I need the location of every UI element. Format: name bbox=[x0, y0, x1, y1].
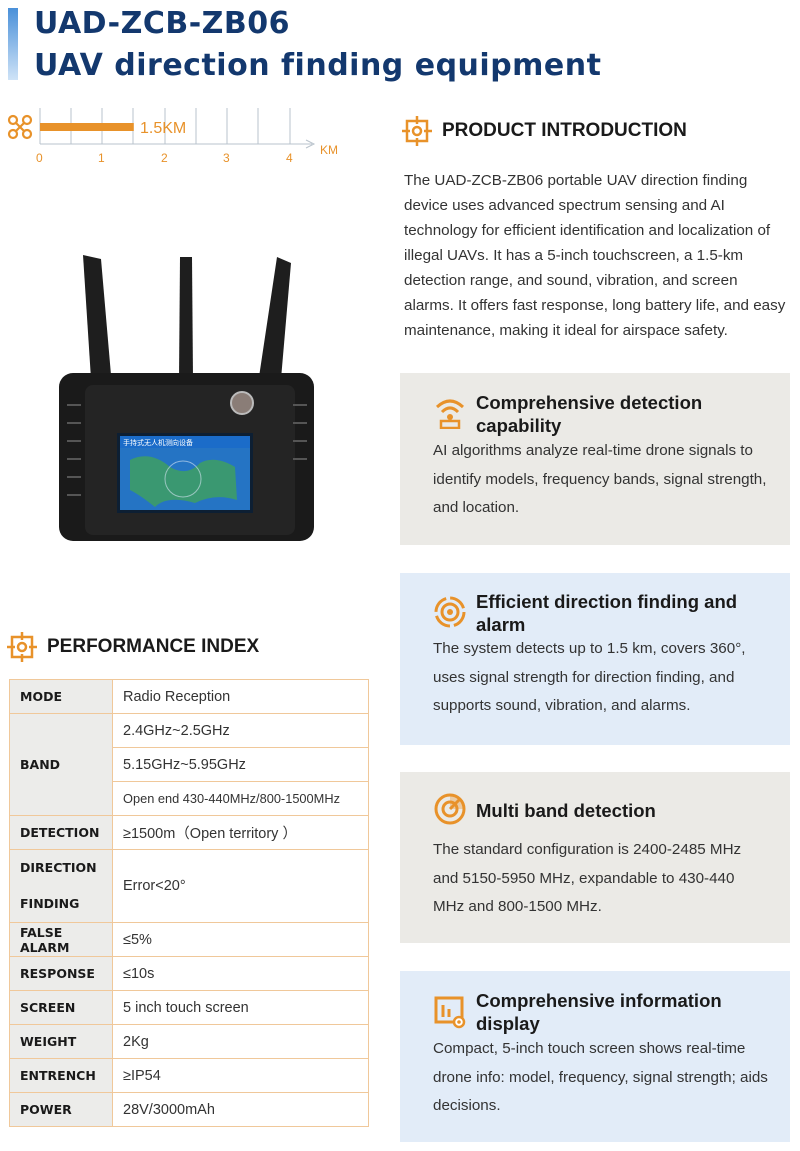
range-fill-bar bbox=[40, 123, 134, 131]
feature-card: Comprehensive detection capability AI al… bbox=[400, 373, 790, 545]
table-row: DETECTION ≥1500m（Open territory ） bbox=[9, 815, 369, 850]
spec-value: ≤10s bbox=[112, 956, 369, 991]
intro-heading: PRODUCT INTRODUCTION bbox=[442, 120, 687, 141]
performance-heading: PERFORMANCE INDEX bbox=[47, 636, 260, 657]
table-row: SCREEN 5 inch touch screen bbox=[9, 990, 369, 1025]
crosshair-icon bbox=[402, 116, 432, 146]
spec-label: BAND bbox=[9, 713, 113, 816]
range-tick-1: 1 bbox=[98, 151, 105, 165]
spec-label-line: DIRECTION bbox=[20, 860, 97, 875]
feature-title: Comprehensive information display bbox=[476, 990, 722, 1034]
table-row: POWER 28V/3000mAh bbox=[9, 1092, 369, 1127]
crosshair-icon bbox=[7, 632, 37, 662]
radar-icon bbox=[434, 793, 466, 825]
range-tick-4: 4 bbox=[286, 151, 293, 165]
spec-label: WEIGHT bbox=[9, 1024, 113, 1059]
title-accent-bar bbox=[8, 8, 18, 80]
signal-icon bbox=[435, 399, 465, 429]
display-icon bbox=[434, 996, 466, 1029]
device-image: 手持式无人机测向设备 bbox=[55, 245, 320, 550]
intro-heading-row: PRODUCT INTRODUCTION bbox=[402, 116, 687, 146]
spec-value: 5 inch touch screen bbox=[112, 990, 369, 1025]
spec-label: DIRECTION FINDING bbox=[9, 849, 113, 923]
table-row: ENTRENCH ≥IP54 bbox=[9, 1058, 369, 1093]
feature-card: Efficient direction finding and alarm Th… bbox=[400, 573, 790, 745]
table-row: BAND 2.4GHz~2.5GHz bbox=[9, 713, 369, 816]
feature-title: Multi band detection bbox=[476, 800, 656, 821]
feature-card: Multi band detection The standard config… bbox=[400, 772, 790, 943]
range-scale: 1.5KM 0 1 2 3 4 KM bbox=[0, 100, 400, 170]
table-row: FALSE ALARM ≤5% bbox=[9, 922, 369, 957]
table-row: WEIGHT 2Kg bbox=[9, 1024, 369, 1059]
range-tick-2: 2 bbox=[161, 151, 168, 165]
feature-body: The system detects up to 1.5 km, covers … bbox=[433, 640, 746, 714]
table-row: Open end 430-440MHz/800-1500MHz bbox=[10, 781, 369, 816]
table-row: DIRECTION FINDING Error<20° bbox=[9, 849, 369, 923]
spec-label: MODE bbox=[9, 679, 113, 714]
spec-value: ≤5% bbox=[112, 922, 369, 957]
spec-label: SCREEN bbox=[9, 990, 113, 1025]
feature-title: Comprehensive detection capability bbox=[476, 392, 703, 436]
feature-title: Efficient direction finding and alarm bbox=[476, 591, 738, 635]
spec-label: ENTRENCH bbox=[9, 1058, 113, 1093]
feature-card: Comprehensive information display Compac… bbox=[400, 971, 790, 1142]
table-row: MODE Radio Reception bbox=[9, 679, 369, 714]
performance-heading-row: PERFORMANCE INDEX bbox=[7, 632, 259, 662]
feature-body: AI algorithms analyze real-time drone si… bbox=[433, 442, 767, 516]
range-value-label: 1.5KM bbox=[140, 120, 186, 137]
spec-value: ≥1500m（Open territory ） bbox=[112, 815, 369, 850]
spec-label-line: FINDING bbox=[20, 896, 80, 911]
spec-value: 28V/3000mAh bbox=[112, 1092, 369, 1127]
table-row: RESPONSE ≤10s bbox=[9, 956, 369, 991]
spec-value: Error<20° bbox=[112, 849, 369, 923]
device-screen-title: 手持式无人机测向设备 bbox=[123, 438, 193, 447]
spec-value: ≥IP54 bbox=[112, 1058, 369, 1093]
spec-value: 2Kg bbox=[112, 1024, 369, 1059]
spec-label: POWER bbox=[9, 1092, 113, 1127]
intro-body: The UAD-ZCB-ZB06 portable UAV direction … bbox=[404, 172, 786, 339]
performance-table: MODE Radio Reception BAND 2.4GHz~2.5GHz … bbox=[9, 679, 369, 1127]
spec-value: 2.4GHz~2.5GHz bbox=[112, 713, 369, 748]
range-unit-label: KM bbox=[320, 143, 338, 157]
range-tick-0: 0 bbox=[36, 151, 43, 165]
range-tick-3: 3 bbox=[223, 151, 230, 165]
spec-value: 5.15GHz~5.95GHz bbox=[112, 747, 369, 782]
spec-label: DETECTION bbox=[9, 815, 113, 850]
feature-body: Compact, 5-inch touch screen shows real-… bbox=[433, 1040, 768, 1114]
spec-value: Open end 430-440MHz/800-1500MHz bbox=[112, 781, 369, 816]
spec-value: Radio Reception bbox=[112, 679, 369, 714]
target-icon bbox=[434, 596, 466, 628]
feature-body: The standard configuration is 2400-2485 … bbox=[433, 841, 742, 915]
spec-label: RESPONSE bbox=[9, 956, 113, 991]
drone-icon bbox=[7, 114, 33, 140]
spec-label: FALSE ALARM bbox=[9, 922, 113, 957]
product-title: UAV direction finding equipment bbox=[34, 48, 602, 83]
model-title: UAD-ZCB-ZB06 bbox=[34, 6, 291, 41]
